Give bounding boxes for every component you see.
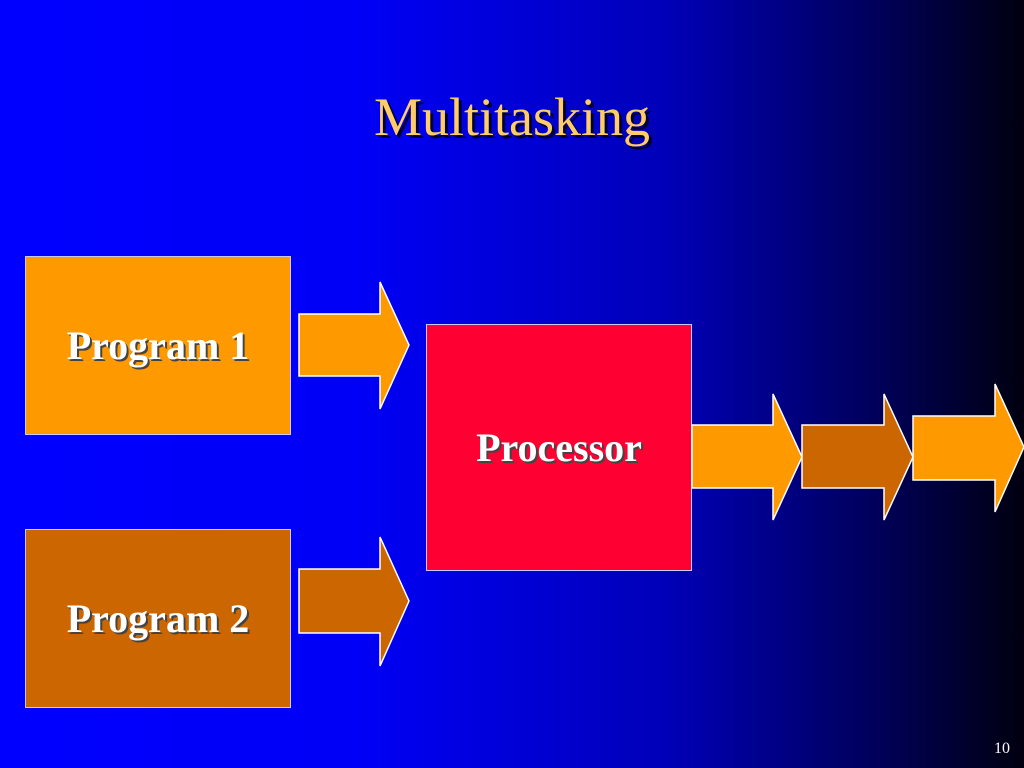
processor-box: Processor [426,324,692,571]
program-1-label: Program 1 [66,323,250,368]
program-1-arrow-icon [298,281,410,410]
program-2-box: Program 2 [25,529,291,708]
output-arrow-3-icon [912,383,1024,513]
program-2-arrow-icon [298,536,410,667]
program-2-label: Program 2 [66,596,250,641]
slide-title: Multitasking [373,87,650,147]
page-number: 10 [994,740,1010,757]
output-arrow-1-icon [691,393,803,521]
output-arrow-2-icon [801,393,914,521]
program-1-box: Program 1 [25,256,291,435]
processor-label: Processor [476,425,642,470]
